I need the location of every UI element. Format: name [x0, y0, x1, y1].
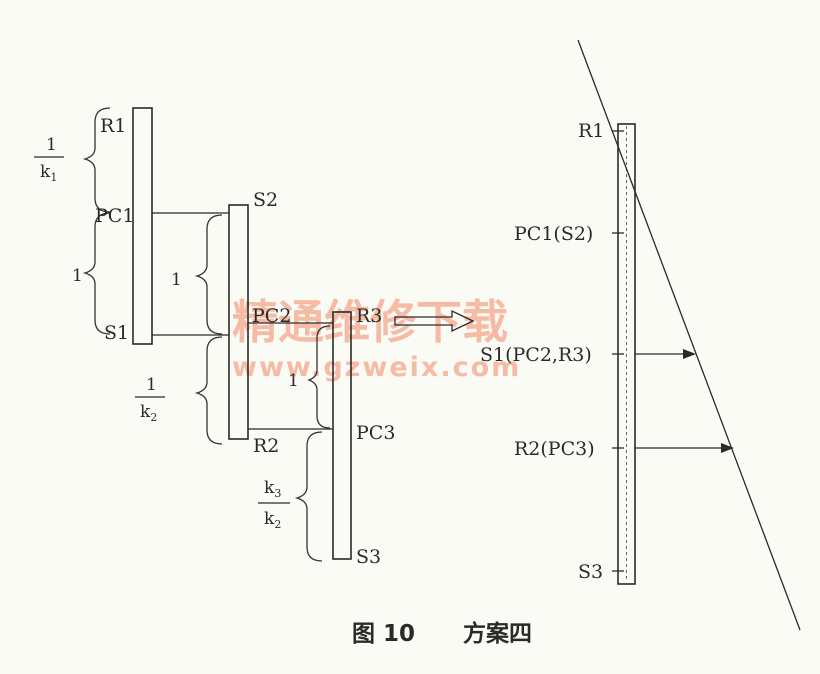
arrowhead-icon	[721, 443, 734, 453]
ratio-one-b: 1	[171, 270, 182, 290]
label-pc2: PC2	[252, 305, 291, 327]
caption-figure: 图 10	[352, 621, 415, 647]
brace-s2-pc2	[194, 214, 223, 335]
right-label-s1-pc2-r3: S1(PC2,R3)	[480, 344, 592, 366]
right-label-s3: S3	[578, 561, 603, 583]
lever-bar-1	[132, 107, 153, 345]
label-pc1: PC1	[95, 205, 134, 227]
transform-arrow-icon	[394, 309, 475, 333]
left-lever-group: R1 PC1 S1 S2 PC2 R2 R3 PC3 S3 1 k1 1 1 1…	[34, 107, 475, 568]
brace-pc2-r2	[194, 336, 223, 445]
label-s2: S2	[253, 189, 278, 211]
label-r3: R3	[356, 305, 382, 327]
right-lever-group: R1 PC1(S2) S1(PC2,R3) R2(PC3) S3	[480, 39, 801, 631]
speed-line	[577, 39, 801, 631]
ratio-inv-k1: 1 k1	[34, 135, 64, 184]
svg-text:k3: k3	[264, 478, 281, 500]
ratio-one-a: 1	[72, 266, 83, 286]
right-label-r1: R1	[578, 120, 604, 142]
watermark-cn: 精通维修下载	[232, 295, 508, 349]
watermark: 精通维修下载 www.gzweix.com	[232, 295, 521, 383]
watermark-url: www.gzweix.com	[232, 352, 521, 383]
label-s3: S3	[356, 546, 381, 568]
right-label-r2-pc3: R2(PC3)	[514, 438, 595, 460]
caption-title: 方案四	[463, 620, 532, 647]
brace-pc1-s1	[82, 212, 111, 335]
ratio-inv-k2: 1 k2	[135, 375, 165, 424]
label-pc3: PC3	[356, 422, 395, 444]
figure-caption: 图 10 方案四	[352, 620, 532, 647]
arrowhead-icon	[683, 349, 696, 359]
brace-r3-pc3	[307, 325, 331, 429]
lever-bar-2	[228, 204, 249, 440]
right-label-pc1-s2: PC1(S2)	[514, 223, 593, 245]
label-s1: S1	[104, 322, 129, 344]
label-r1: R1	[100, 115, 126, 137]
label-r2: R2	[253, 435, 279, 457]
ratio-one-c: 1	[288, 371, 299, 391]
svg-text:k2: k2	[140, 402, 157, 424]
ratio-k3-over-k2: k3 k2	[258, 478, 290, 531]
svg-text:k2: k2	[264, 509, 281, 531]
lever-bar-3	[332, 311, 352, 560]
brace-pc3-s3	[294, 431, 323, 562]
svg-text:1: 1	[146, 375, 157, 395]
brace-r1-pc1	[82, 107, 111, 213]
svg-text:1: 1	[46, 135, 57, 155]
svg-text:k1: k1	[40, 162, 57, 184]
